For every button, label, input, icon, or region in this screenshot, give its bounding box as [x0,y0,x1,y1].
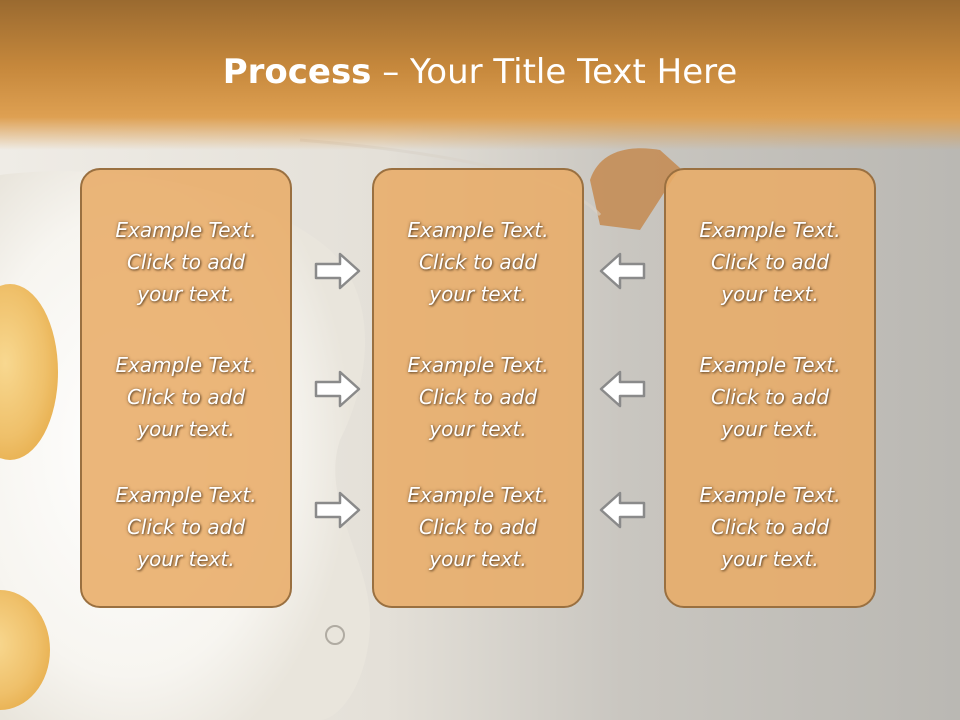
text-box-center[interactable]: Example Text. Click to add your text. Ex… [372,168,584,608]
text-block[interactable]: Example Text. Click to add your text. [82,214,290,310]
text-line: Example Text. [407,218,549,242]
text-block[interactable]: Example Text. Click to add your text. [666,479,874,575]
text-line: Example Text. [407,483,549,507]
text-line: your text. [137,282,235,306]
title-bar [0,0,960,150]
text-line: Click to add [126,385,246,409]
text-line: Example Text. [699,218,841,242]
arrow-right-icon [314,252,361,290]
text-line: your text. [721,282,819,306]
arrow-right-icon [314,491,361,529]
text-line: Click to add [710,250,830,274]
text-line: Example Text. [115,353,257,377]
text-block[interactable]: Example Text. Click to add your text. [82,349,290,445]
text-line: Example Text. [699,483,841,507]
arrow-left-icon [599,491,646,529]
text-block[interactable]: Example Text. Click to add your text. [666,349,874,445]
text-box-right[interactable]: Example Text. Click to add your text. Ex… [664,168,876,608]
arrow-left-icon [599,252,646,290]
title-bold: Process [222,52,372,92]
text-block[interactable]: Example Text. Click to add your text. [374,349,582,445]
text-line: your text. [137,417,235,441]
text-block[interactable]: Example Text. Click to add your text. [666,214,874,310]
text-line: Example Text. [115,483,257,507]
text-line: your text. [721,547,819,571]
text-line: Click to add [126,250,246,274]
text-line: your text. [429,547,527,571]
title-rest: – Your Title Text Here [371,52,738,92]
arrow-right-icon [314,370,361,408]
text-line: your text. [721,417,819,441]
text-line: Click to add [418,515,538,539]
text-line: your text. [429,282,527,306]
text-line: Click to add [418,385,538,409]
text-line: Example Text. [115,218,257,242]
text-box-left[interactable]: Example Text. Click to add your text. Ex… [80,168,292,608]
text-line: Example Text. [407,353,549,377]
text-line: your text. [429,417,527,441]
text-line: Click to add [418,250,538,274]
slide-title[interactable]: Process – Your Title Text Here [0,52,960,92]
arrow-left-icon [599,370,646,408]
text-block[interactable]: Example Text. Click to add your text. [374,479,582,575]
text-line: Click to add [126,515,246,539]
text-line: Example Text. [699,353,841,377]
text-block[interactable]: Example Text. Click to add your text. [374,214,582,310]
text-block[interactable]: Example Text. Click to add your text. [82,479,290,575]
text-line: your text. [137,547,235,571]
text-line: Click to add [710,515,830,539]
text-line: Click to add [710,385,830,409]
